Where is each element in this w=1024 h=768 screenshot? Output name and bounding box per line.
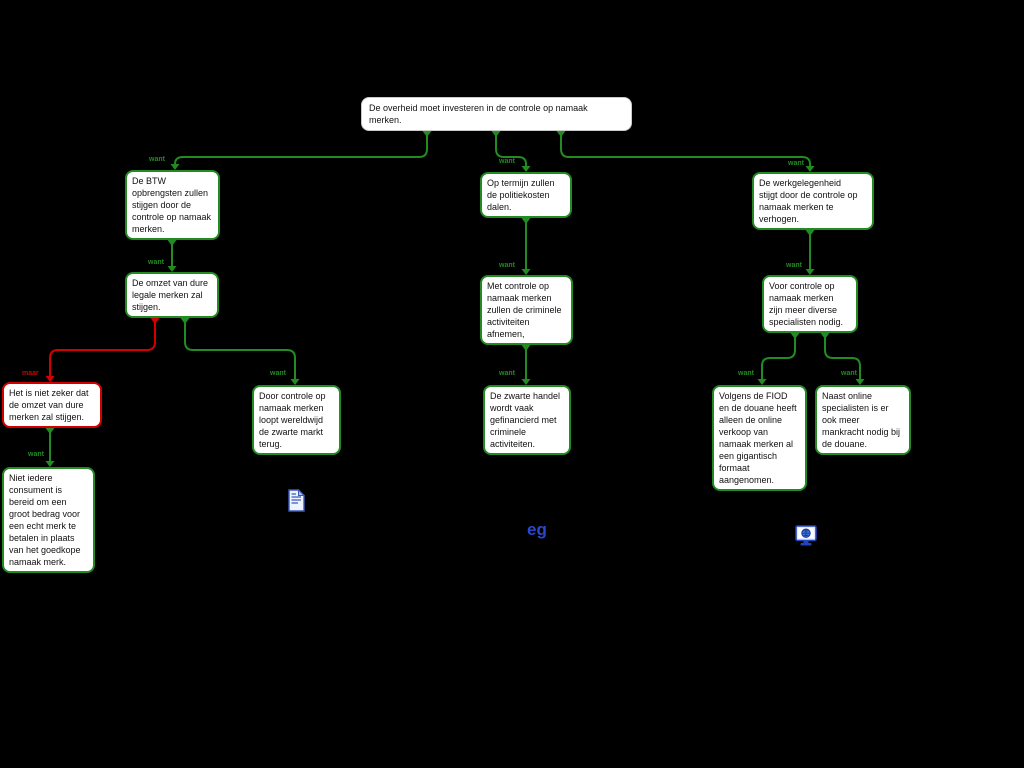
node-btw-opbrengsten[interactable]: De BTW opbrengsten zullen stijgen door d… (125, 170, 220, 240)
anchor-triangle (556, 131, 566, 137)
anchor-triangle-red (150, 318, 160, 324)
anchor-triangle (167, 240, 177, 246)
hyperlink-text[interactable]: eg (527, 520, 547, 539)
label-want-specialisten-naastonline: want (841, 370, 857, 377)
node-fiod-douane[interactable]: Volgens de FIOD en de douane heeft allee… (712, 385, 807, 491)
node-root-claim[interactable]: De overheid moet investeren in de contro… (361, 97, 632, 131)
connector-omzet-doorcontrole (184, 318, 296, 379)
node-werkgelegenheid[interactable]: De werkgelegenheid stijgt door de contro… (752, 172, 874, 230)
arrowhead (805, 269, 815, 275)
arrowhead (167, 266, 177, 272)
node-consument[interactable]: Niet iedere consument is bereid om een g… (2, 467, 95, 573)
arrowhead (521, 166, 531, 172)
anchor-triangle (491, 131, 501, 137)
anchor-triangle (790, 333, 800, 339)
connector-root-werkgelegenheid (560, 131, 811, 166)
label-want-omzet-doorcontrole: want (270, 370, 286, 377)
internet-monitor-icon[interactable] (795, 525, 817, 552)
label-want-politiekosten-criminele: want (499, 262, 515, 269)
label-want-root-werkgelegenheid: want (788, 160, 804, 167)
arrowhead-red (45, 376, 55, 382)
label-want-nietzeker-consument: want (28, 451, 44, 458)
arrowhead (170, 164, 180, 170)
connector-arrowheads (45, 164, 865, 467)
anchor-triangle (820, 333, 830, 339)
node-zwarte-markt[interactable]: Door controle op namaak merken loopt wer… (252, 385, 341, 455)
label-want-criminele-zwartehandel: want (499, 370, 515, 377)
anchor-triangle (180, 318, 190, 324)
node-mankracht-douane[interactable]: Naast online specialisten is er ook meer… (815, 385, 911, 455)
label-want-root-politiekosten: want (499, 158, 515, 165)
anchor-triangle (805, 230, 815, 236)
label-want-btw-omzet: want (148, 259, 164, 266)
label-want-werkgelegenheid-specialisten: want (786, 262, 802, 269)
label-maar-omzet-nietzeker: maar (22, 370, 39, 377)
arrowhead (290, 379, 300, 385)
arrowhead (757, 379, 767, 385)
node-omzet-legale-merken[interactable]: De omzet van dure legale merken zal stij… (125, 272, 219, 318)
connector-root-politiekosten (495, 131, 527, 166)
arrowhead (521, 379, 531, 385)
connector-anchors (45, 131, 830, 434)
anchor-triangle (521, 218, 531, 224)
connector-specialisten-naastonline (824, 333, 861, 379)
arrowhead (855, 379, 865, 385)
connector-omzet-nietzeker (49, 318, 156, 376)
label-want-root-btw: want (149, 156, 165, 163)
connector-specialisten-fiod (761, 333, 796, 379)
anchor-triangle (422, 131, 432, 137)
document-icon[interactable] (288, 488, 306, 517)
arrowhead (45, 461, 55, 467)
arrowhead (805, 166, 815, 172)
node-criminele-activiteiten[interactable]: Met controle op namaak merken zullen de … (480, 275, 573, 345)
connector-root-btw (174, 131, 428, 165)
label-want-specialisten-fiod: want (738, 370, 754, 377)
node-politiekosten[interactable]: Op termijn zullen de politiekosten dalen… (480, 172, 572, 218)
node-zwarte-handel[interactable]: De zwarte handel wordt vaak gefinancierd… (483, 385, 571, 455)
arrowhead (521, 269, 531, 275)
node-diverse-specialisten[interactable]: Voor controle op namaak merken zijn meer… (762, 275, 858, 333)
anchor-triangle (521, 345, 531, 351)
node-objection-niet-zeker[interactable]: Het is niet zeker dat de omzet van dure … (2, 382, 102, 428)
anchor-triangle (45, 428, 55, 434)
